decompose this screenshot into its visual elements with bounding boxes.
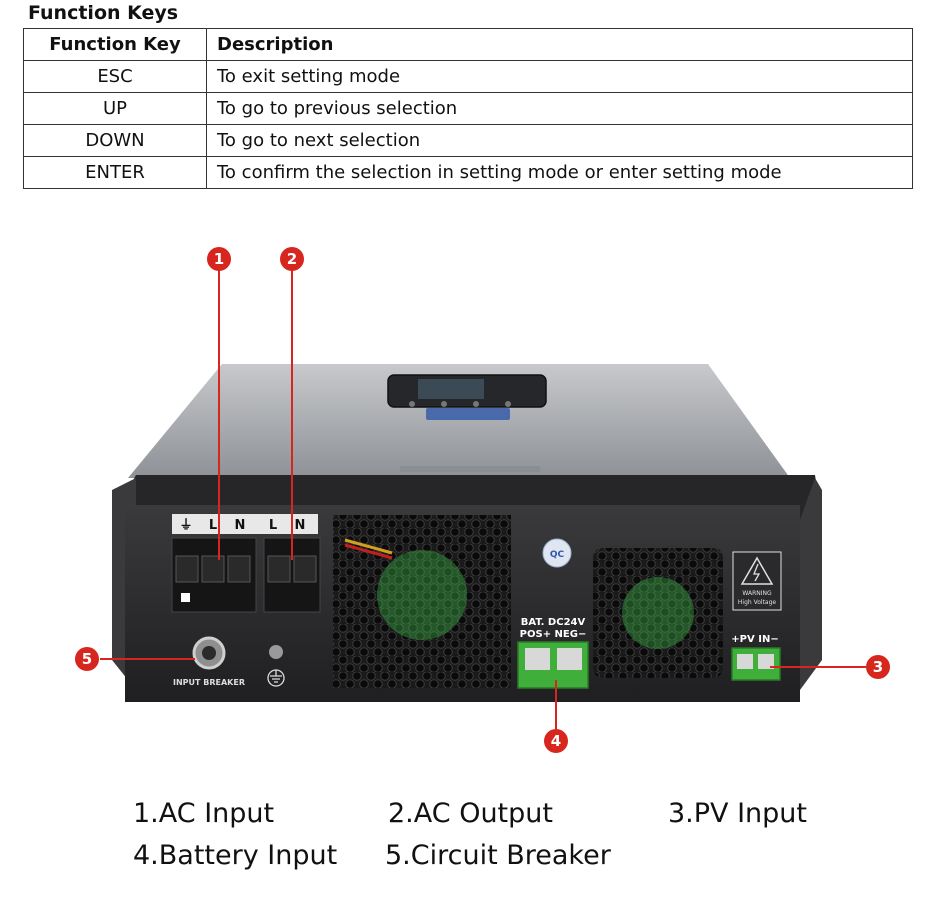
callout-marker-1 bbox=[207, 247, 231, 271]
legend-circuit-breaker: 5.Circuit Breaker bbox=[385, 840, 611, 871]
callout-number-2: 2 bbox=[287, 250, 297, 268]
legend-ac-input: 1.AC Input bbox=[133, 798, 275, 829]
key-cell: DOWN bbox=[23, 124, 207, 157]
battery-polarity-label: POS+ NEG− bbox=[520, 629, 587, 640]
top-cover bbox=[128, 364, 790, 478]
pv-input-label: +PV IN− bbox=[731, 634, 778, 645]
warning-label bbox=[732, 551, 782, 611]
legend-ac-output: 2.AC Output bbox=[388, 798, 553, 829]
high-voltage-text: High Voltage bbox=[738, 599, 777, 606]
callout-number-4: 4 bbox=[551, 732, 561, 750]
callout-marker-2 bbox=[280, 247, 304, 271]
inverter-diagram: ⏚ L N L N INPUT BREAKER QC BAT. DC24V PO… bbox=[75, 247, 890, 753]
vent-slot bbox=[400, 466, 540, 472]
qc-badge bbox=[542, 538, 572, 568]
callout-marker-3 bbox=[866, 655, 890, 679]
brand-logo bbox=[426, 408, 510, 420]
callout-number-1: 1 bbox=[214, 250, 224, 268]
callout-marker-5 bbox=[75, 647, 99, 671]
callout-marker-4 bbox=[544, 729, 568, 753]
description-cell: To exit setting mode bbox=[206, 60, 913, 93]
table-row: UP To go to previous selection bbox=[23, 92, 913, 125]
legend-battery-input: 4.Battery Input bbox=[133, 840, 338, 871]
key-cell: UP bbox=[23, 92, 207, 125]
input-breaker-label: INPUT BREAKER bbox=[173, 678, 245, 687]
table-header-row: Function Key Description bbox=[23, 28, 913, 61]
table-row: ENTER To confirm the selection in settin… bbox=[23, 156, 913, 189]
warning-icon bbox=[740, 556, 774, 585]
button-row bbox=[409, 401, 511, 407]
description-cell: To go to previous selection bbox=[206, 92, 913, 125]
callout-lines bbox=[100, 259, 866, 738]
ground-screw bbox=[269, 645, 283, 659]
terminal-label-n1: N bbox=[235, 518, 246, 533]
function-keys-table: Function Key Description ESC To exit set… bbox=[23, 28, 913, 189]
table-row: DOWN To go to next selection bbox=[23, 124, 913, 157]
header-function-key: Function Key bbox=[23, 28, 207, 61]
description-cell: To confirm the selection in setting mode… bbox=[206, 156, 913, 189]
section-title: Function Keys bbox=[28, 2, 179, 24]
description-cell: To go to next selection bbox=[206, 124, 913, 157]
right-side-bracket bbox=[800, 478, 822, 690]
fan-wire bbox=[344, 538, 393, 555]
right-fan-grille-overlay bbox=[593, 548, 723, 678]
terminal-label-l2: L bbox=[269, 518, 277, 533]
key-cell: ESC bbox=[23, 60, 207, 93]
legend-pv-input: 3.PV Input bbox=[668, 798, 808, 829]
battery-label: BAT. DC24V bbox=[521, 617, 586, 628]
ac-terminal-label-strip bbox=[172, 514, 318, 534]
header-description: Description bbox=[206, 28, 913, 61]
lcd-screen bbox=[418, 379, 484, 399]
left-fan-grille-overlay bbox=[333, 515, 511, 688]
callout-number-3: 3 bbox=[873, 658, 883, 676]
terminal-label-l1: L bbox=[209, 518, 217, 533]
terminal-label-n2: N bbox=[295, 518, 306, 533]
svg-text:QC: QC bbox=[550, 550, 565, 560]
table-row: ESC To exit setting mode bbox=[23, 60, 913, 93]
ground-symbol-label: ⏚ bbox=[179, 518, 192, 533]
key-cell: ENTER bbox=[23, 156, 207, 189]
warning-text: WARNING bbox=[742, 590, 772, 597]
callout-number-5: 5 bbox=[82, 650, 92, 668]
